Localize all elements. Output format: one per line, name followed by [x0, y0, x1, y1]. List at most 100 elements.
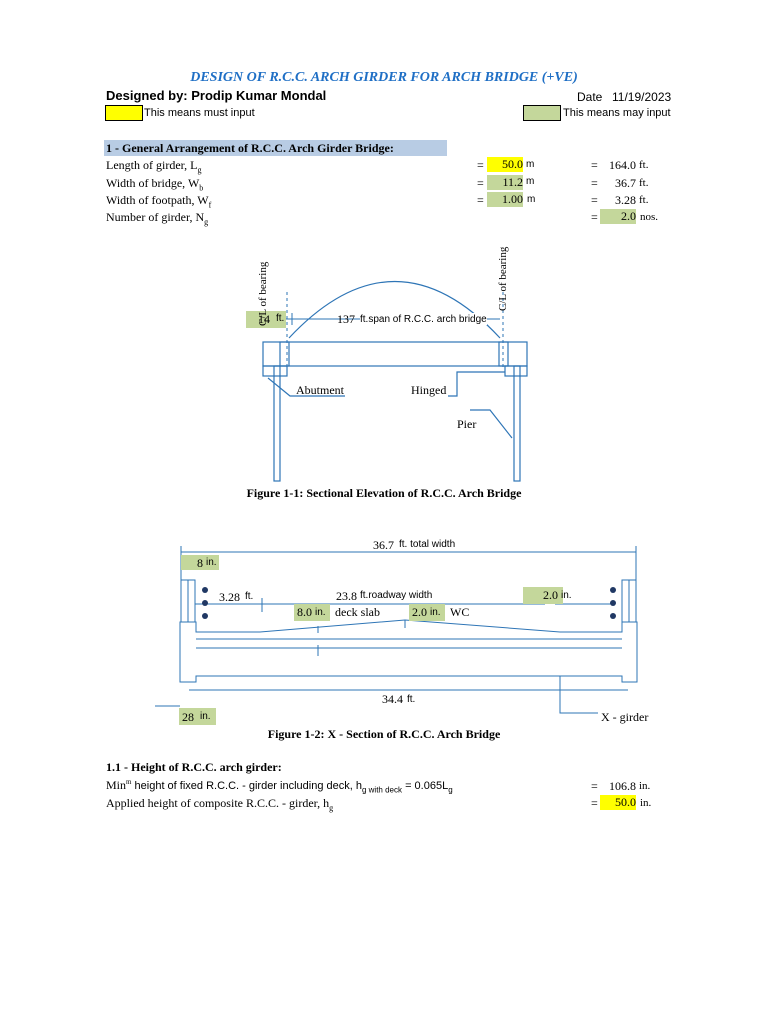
equals-sign: =	[591, 193, 598, 207]
abutment-leader	[267, 377, 345, 397]
row-label-sub: g	[448, 785, 453, 795]
unit: m	[526, 159, 535, 170]
right-value[interactable]: 2.0	[543, 588, 558, 602]
abutment-label: Abutment	[296, 383, 344, 397]
equals-sign: =	[591, 158, 598, 172]
right-unit: in.	[561, 590, 572, 601]
overhang-value[interactable]: 14	[258, 312, 270, 326]
rail-bolt	[610, 600, 616, 606]
deck-beam	[262, 341, 528, 367]
figure-caption: Figure 1-2: X - Section of R.C.C. Arch B…	[267, 727, 501, 741]
left-bearing	[279, 341, 290, 367]
rail-input-bg	[181, 555, 219, 570]
overhang-input-bg	[246, 311, 286, 328]
hinged-label: Hinged	[411, 383, 447, 397]
right-input-bg	[523, 587, 563, 604]
total-width-value: 36.7	[373, 538, 394, 552]
row-label: height of fixed R.C.C. - girder includin…	[131, 780, 362, 792]
roadway-value: 23.8	[336, 589, 357, 603]
unit: m	[527, 194, 536, 205]
length-input[interactable]: 50.0	[487, 157, 523, 172]
unit: ft.	[639, 194, 649, 206]
row-label-sup: m	[126, 778, 132, 786]
wc-value[interactable]: 2.0	[412, 605, 427, 619]
row-label: Width of footpath, W	[106, 193, 209, 207]
unit: ft.	[639, 159, 649, 171]
girder-count-input[interactable]: 2.0	[600, 209, 636, 224]
equals-sign: =	[591, 796, 598, 810]
rail-value[interactable]: 8	[197, 556, 203, 570]
total-width-text: ft. total width	[399, 539, 456, 550]
must-input-swatch	[105, 105, 143, 121]
deck-unit: in.	[315, 607, 326, 618]
deck-text: deck slab	[335, 605, 380, 619]
rail-bolt	[610, 587, 616, 593]
row-label: Width of bridge, W	[106, 176, 200, 190]
page-title: DESIGN OF R.C.C. ARCH GIRDER FOR ARCH BR…	[190, 70, 578, 85]
footpath-unit: ft.	[245, 591, 254, 602]
unit: nos.	[640, 211, 659, 223]
equals-sign: =	[591, 779, 598, 793]
row-label: Min	[106, 778, 127, 792]
overhang-unit: ft.	[276, 313, 285, 324]
unit: in.	[639, 780, 651, 792]
may-input-label: This means may input	[563, 107, 671, 119]
equals-sign: =	[591, 210, 598, 224]
footpath-input[interactable]: 1.00	[487, 192, 523, 207]
unit: ft.	[639, 177, 649, 189]
equals-sign: =	[591, 176, 598, 190]
section-heading-bg	[104, 140, 447, 156]
date-label: Date	[577, 90, 603, 104]
web-input-bg	[179, 708, 216, 725]
span-label: ft.span of R.C.C. arch bridge	[360, 313, 487, 325]
rail-unit: in.	[206, 557, 217, 568]
girder-height-input[interactable]: 50.0	[600, 795, 636, 810]
span-text: ft.span of R.C.C. arch bridge	[360, 314, 487, 325]
rail-bolt	[202, 613, 208, 619]
designer: Designed by: Prodip Kumar Mondal	[106, 88, 327, 103]
pier-leader	[470, 409, 513, 439]
row-label: Length of girder, L	[106, 158, 198, 172]
equals-sign: =	[477, 158, 484, 172]
row-label: Applied height of composite R.C.C. - gir…	[106, 796, 330, 810]
web-value[interactable]: 28	[182, 710, 194, 724]
deck-input-bg	[294, 604, 330, 621]
girder-width-unit: ft.	[407, 694, 416, 705]
converted-value: 3.28	[615, 193, 636, 207]
span-value: 137	[337, 312, 355, 326]
equals-sign: =	[477, 193, 484, 207]
deck-value[interactable]: 8.0	[297, 605, 312, 619]
girder-width-value: 34.4	[382, 692, 403, 706]
web-unit: in.	[200, 711, 211, 722]
width-input[interactable]: 11.2	[487, 175, 523, 190]
arch-line	[288, 281, 501, 339]
row-label-sub: b	[199, 183, 204, 193]
footpath-value: 3.28	[219, 590, 240, 604]
deck-slab-outline	[179, 619, 638, 683]
row-label-sub: g	[329, 803, 334, 813]
converted-value: 164.0	[609, 158, 636, 172]
row-label: = 0.065L	[402, 780, 449, 792]
row-label-sub: f	[208, 200, 212, 210]
subsection-heading: 1.1 - Height of R.C.C. arch girder:	[106, 760, 282, 774]
right-seat	[504, 365, 528, 377]
unit: in.	[640, 797, 652, 809]
left-seat	[262, 365, 288, 377]
figure-caption: Figure 1-1: Sectional Elevation of R.C.C…	[246, 486, 522, 500]
row-label: Number of girder, N	[106, 210, 205, 224]
wc-input-bg	[409, 604, 445, 621]
hinged-step	[448, 371, 505, 397]
wc-text: WC	[450, 605, 470, 619]
row-label-sub: g	[204, 217, 209, 227]
date-value: 11/19/2023	[612, 90, 672, 104]
unit: m	[526, 176, 535, 187]
converted-value: 36.7	[615, 176, 636, 190]
rail-bolt	[610, 613, 616, 619]
must-input-label: This means must input	[144, 107, 255, 119]
wc-unit: in.	[430, 607, 441, 618]
rail-bolt	[202, 587, 208, 593]
row-label-sub: g	[197, 165, 202, 175]
x-girder-leader	[559, 676, 598, 714]
